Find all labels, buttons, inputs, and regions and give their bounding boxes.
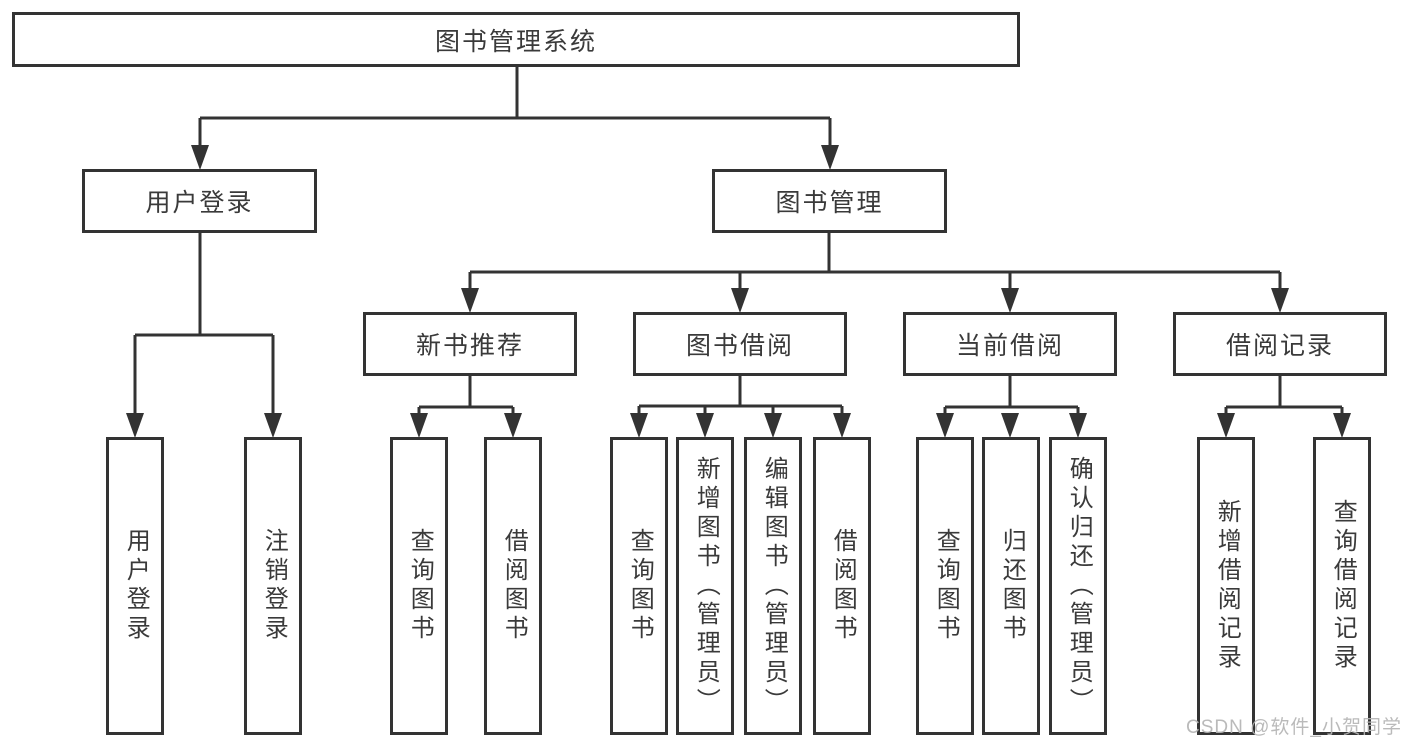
node-current-borrow: 当前借阅 [903,312,1117,376]
node-book-management: 图书管理 [712,169,947,233]
leaf-return-book: 归还图书 [982,437,1040,735]
leaf-query-book-recommend: 查询图书 [390,437,448,735]
leaf-logout: 注销登录 [244,437,302,735]
node-new-book-recommend: 新书推荐 [363,312,577,376]
leaf-add-book-admin: 新增图书（管理员） [676,437,734,735]
leaf-user-login: 用户登录 [106,437,164,735]
leaf-borrow-book: 借阅图书 [813,437,871,735]
leaf-query-book-current: 查询图书 [916,437,974,735]
leaf-edit-book-admin: 编辑图书（管理员） [744,437,802,735]
node-root: 图书管理系统 [12,12,1020,67]
node-book-borrow: 图书借阅 [633,312,847,376]
node-borrow-records: 借阅记录 [1173,312,1387,376]
leaf-borrow-book-recommend: 借阅图书 [484,437,542,735]
watermark: CSDN @软件_小贺同学 [1186,717,1402,738]
leaf-query-borrow-record: 查询借阅记录 [1313,437,1371,735]
node-user-login: 用户登录 [82,169,317,233]
leaf-add-borrow-record: 新增借阅记录 [1197,437,1255,735]
leaf-query-book-borrow: 查询图书 [610,437,668,735]
leaf-confirm-return-admin: 确认归还（管理员） [1049,437,1107,735]
